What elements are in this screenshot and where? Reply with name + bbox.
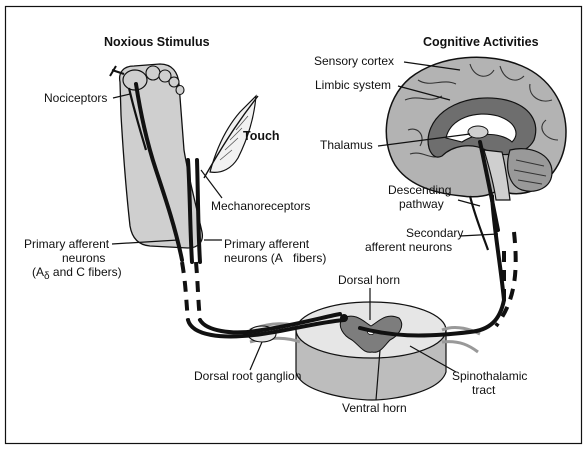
- spinal-cord-section: [248, 302, 480, 400]
- secondary-afferent-label: Secondary afferent neurons: [365, 226, 463, 254]
- thalamus-label: Thalamus: [320, 138, 373, 152]
- primary-afferent-a-line3: fibers): [293, 251, 326, 265]
- descending-pathway-line2: pathway: [399, 197, 444, 211]
- ventral-horn-label: Ventral horn: [342, 401, 407, 415]
- descending-pathway-line1: Descending: [388, 183, 451, 197]
- secondary-afferent-line1: Secondary: [406, 226, 463, 240]
- afferent-dashed-2: [196, 262, 200, 320]
- primary-afferent-delta-line1: Primary afferent: [24, 237, 110, 251]
- limbic-system-label: Limbic system: [315, 78, 391, 92]
- dorsal-root-ganglion-pointer: [250, 342, 262, 370]
- brain-illustration: [386, 57, 566, 200]
- touch-title: Touch: [243, 129, 280, 143]
- toe-2: [146, 66, 160, 80]
- primary-afferent-delta-label: Primary afferent neurons (Aδ and C fiber…: [24, 237, 122, 282]
- descending-pathway-label: Descending pathway: [388, 183, 451, 211]
- primary-afferent-delta-line3: (Aδ and C fibers): [32, 265, 122, 282]
- sensory-cortex-label: Sensory cortex: [314, 54, 394, 68]
- synapse-dot: [340, 314, 348, 322]
- descending-pathway-pointer: [458, 200, 480, 206]
- nociceptors-label: Nociceptors: [44, 91, 107, 105]
- primary-afferent-a-line1: Primary afferent: [224, 237, 310, 251]
- toe-4: [169, 77, 179, 87]
- dorsal-horn-label: Dorsal horn: [338, 273, 400, 287]
- secondary-afferent-pointer: [460, 234, 498, 236]
- secondary-afferent-line2: afferent neurons: [365, 240, 452, 254]
- thalamus-structure: [468, 126, 488, 138]
- mechanoreceptor-fiber-2: [197, 160, 200, 262]
- spinothalamic-tract-label: Spinothalamic tract: [452, 369, 527, 397]
- cognitive-activities-title: Cognitive Activities: [423, 35, 539, 49]
- mechanoreceptors-pointer: [201, 170, 222, 198]
- mechanoreceptors-label: Mechanoreceptors: [211, 199, 310, 213]
- afferent-dashed-1: [182, 262, 188, 320]
- primary-afferent-delta-line2: neurons: [62, 251, 105, 265]
- dorsal-root-ganglion-label: Dorsal root ganglion: [194, 369, 301, 383]
- spinothalamic-tract-line1: Spinothalamic: [452, 369, 527, 383]
- primary-afferent-a-line2: neurons (A: [224, 251, 283, 265]
- noxious-stimulus-title: Noxious Stimulus: [104, 35, 210, 49]
- primary-afferent-a-label: Primary afferent neurons (A fibers): [224, 237, 326, 265]
- spinothalamic-tract-line2: tract: [472, 383, 496, 397]
- toe-5: [176, 86, 184, 95]
